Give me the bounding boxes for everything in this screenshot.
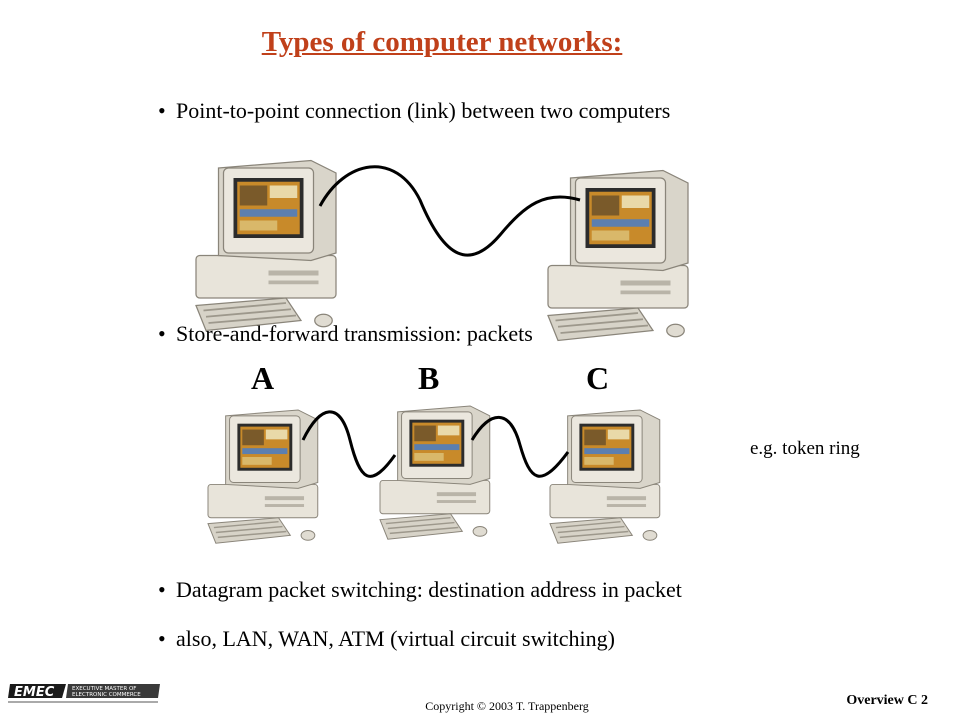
copyright-notice: Copyright © 2003 T. Trappenberg (425, 699, 589, 713)
node-label-a: A (251, 360, 275, 396)
bullet-text: Datagram packet switching: destination a… (176, 577, 682, 602)
svg-text:EMEC: EMEC (14, 685, 55, 700)
network-cable (301, 410, 397, 478)
svg-text:EXECUTIVE MASTER OF: EXECUTIVE MASTER OF (72, 686, 136, 692)
bullet-marker: • (158, 626, 166, 651)
slide-title: Types of computer networks: (261, 26, 623, 58)
slide-number: Overview C 2 (846, 693, 928, 708)
network-cable (470, 415, 570, 478)
bullet-point-to-point: • Point-to-point connection (link) betwee… (158, 98, 670, 124)
network-cable (318, 165, 581, 257)
svg-text:ELECTRONIC COMMERCE: ELECTRONIC COMMERCE (72, 692, 141, 698)
emec-logo-mark: EMEC EXECUTIVE MASTER OF ELECTRONIC COMM… (8, 676, 178, 706)
bullet-marker: • (158, 321, 166, 346)
bullet-datagram: • Datagram packet switching: destination … (158, 577, 682, 603)
computer-icon (195, 159, 337, 332)
computer-icon (207, 409, 319, 544)
bullet-text: Point-to-point connection (link) between… (176, 98, 671, 123)
computer-icon (549, 409, 661, 544)
token-ring-note: e.g. token ring (750, 438, 860, 459)
computer-icon (379, 405, 491, 540)
bullet-lan-wan-atm: • also, LAN, WAN, ATM (virtual circuit sw… (158, 626, 615, 652)
node-label-b: B (418, 360, 440, 396)
emec-logo: EMEC EXECUTIVE MASTER OF ELECTRONIC COMM… (8, 676, 178, 706)
bullet-text: also, LAN, WAN, ATM (virtual circuit swi… (176, 626, 615, 651)
computer-icon (547, 169, 689, 342)
bullet-marker: • (158, 98, 166, 123)
node-label-c: C (586, 360, 610, 396)
bullet-marker: • (158, 577, 166, 602)
